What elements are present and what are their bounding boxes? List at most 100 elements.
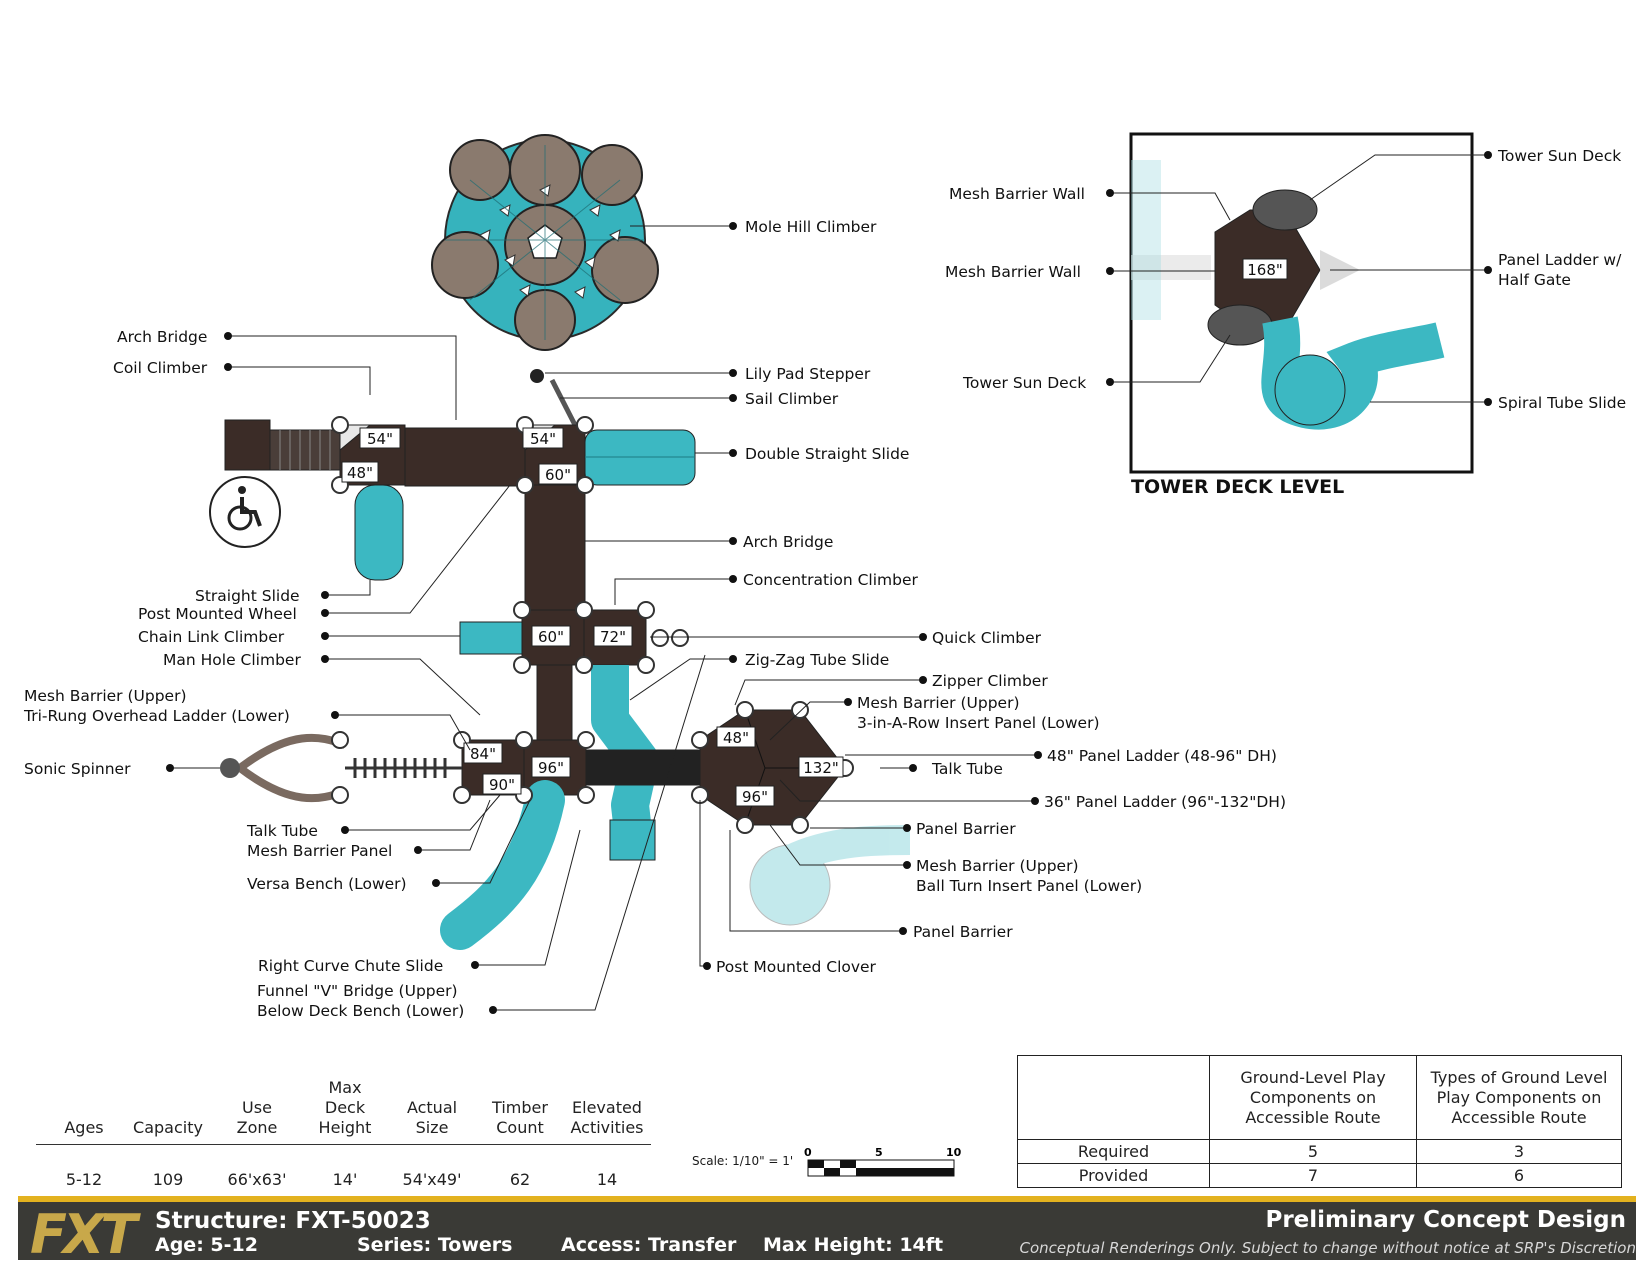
- callout-sonic-spinner: Sonic Spinner: [24, 760, 131, 778]
- tower-deck-inset: 168": [1129, 132, 1474, 474]
- callout-talk-tube: Talk Tube: [246, 822, 318, 840]
- acc-col-header: Ground-Level Play Components on Accessib…: [1209, 1055, 1417, 1140]
- accessible-route-table: Ground-Level Play Components on Accessib…: [1017, 1055, 1622, 1188]
- spec-value: 62: [509, 1170, 531, 1189]
- tower-callout-spiral-tube-slide: Spiral Tube Slide: [1498, 394, 1626, 412]
- tower-callout-tower-sun-deck: Tower Sun Deck: [1497, 147, 1621, 165]
- footer-access: Access: Transfer: [561, 1234, 737, 1256]
- callout-arch-bridge: Arch Bridge: [117, 328, 207, 346]
- tower-callout-half-gate: Half Gate: [1498, 271, 1571, 289]
- callout-tri-rung-ladder: Tri-Rung Overhead Ladder (Lower): [23, 707, 290, 725]
- accessible-icon: [209, 476, 281, 548]
- footer-accent-stripe: [18, 1196, 1636, 1202]
- chain-link-climber: [459, 621, 523, 655]
- lily-pad-stepper: [530, 369, 544, 383]
- scale-label: Scale: 1/10" = 1': [692, 1154, 794, 1168]
- callout-talk-tube-right: Talk Tube: [931, 760, 1003, 778]
- spec-header: Timber: [492, 1098, 548, 1117]
- central-arch-bridge: [524, 484, 586, 611]
- tower-callout-mesh-barrier-wall-2: Mesh Barrier Wall: [945, 263, 1081, 281]
- deck-height-label: 48": [347, 464, 373, 482]
- acc-cell: 7: [1209, 1163, 1417, 1188]
- spec-header: Activities: [570, 1118, 644, 1137]
- footer-disclaimer: Conceptual Renderings Only. Subject to c…: [1019, 1239, 1636, 1257]
- tower-deck-height: 168": [1247, 261, 1283, 279]
- callout-36-panel-ladder: 36" Panel Ladder (96"-132"DH): [1044, 793, 1286, 811]
- scale-tick-0: 0: [804, 1146, 812, 1159]
- callout-quick-climber: Quick Climber: [932, 629, 1042, 647]
- right-callout-dots: [703, 222, 1042, 970]
- callout-mesh-barrier-upper: Mesh Barrier (Upper): [24, 687, 187, 705]
- deck-height-label: 60": [538, 628, 564, 646]
- deck-height-label: 84": [470, 745, 496, 763]
- callout-panel-barrier: Panel Barrier: [916, 820, 1016, 838]
- callout-lily-pad-stepper: Lily Pad Stepper: [745, 365, 871, 383]
- tower-deck-level-title: TOWER DECK LEVEL: [1131, 476, 1345, 498]
- deck-height-label: 90": [489, 776, 515, 794]
- callout-chain-link-climber: Chain Link Climber: [138, 628, 285, 646]
- callout-below-deck-bench: Below Deck Bench (Lower): [257, 1002, 464, 1020]
- footer-max-height: Max Height: 14ft: [763, 1234, 944, 1256]
- callout-arch-bridge-right: Arch Bridge: [743, 533, 833, 551]
- spec-header: Use: [242, 1098, 272, 1117]
- deck-height-label: 132": [803, 759, 839, 777]
- callout-mesh-barrier-upper-ball: Mesh Barrier (Upper): [916, 857, 1079, 875]
- spec-value: 66'x63': [227, 1170, 287, 1189]
- left-callout-dots: [166, 332, 497, 1014]
- footer-status: Preliminary Concept Design: [1265, 1207, 1626, 1233]
- callout-funnel-v-bridge: Funnel "V" Bridge (Upper): [257, 982, 458, 1000]
- spec-value: 14: [596, 1170, 618, 1189]
- spec-header: Height: [318, 1118, 372, 1137]
- callout-panel-barrier-lower: Panel Barrier: [913, 923, 1013, 941]
- callout-zipper-climber: Zipper Climber: [932, 672, 1048, 690]
- callout-3-in-a-row-panel: 3-in-A-Row Insert Panel (Lower): [857, 714, 1100, 732]
- spec-header: Elevated: [572, 1098, 642, 1117]
- scale-bar: 0 5 10: [804, 1146, 962, 1177]
- spec-header: Deck: [324, 1098, 366, 1117]
- callout-right-curve-chute: Right Curve Chute Slide: [258, 957, 443, 975]
- tower-callout-tower-sun-deck-lower: Tower Sun Deck: [962, 374, 1086, 392]
- callout-ball-turn-insert-panel: Ball Turn Insert Panel (Lower): [916, 877, 1142, 895]
- tower-callout-mesh-barrier-wall: Mesh Barrier Wall: [949, 185, 1085, 203]
- callout-48-panel-ladder: 48" Panel Ladder (48-96" DH): [1047, 747, 1277, 765]
- spec-header: Zone: [236, 1118, 278, 1137]
- spec-value: 5-12: [65, 1170, 103, 1189]
- spec-value: 54'x49': [402, 1170, 462, 1189]
- deck-height-label: 96": [742, 788, 768, 806]
- footer-bar: [18, 1196, 1636, 1260]
- callout-mesh-barrier-panel: Mesh Barrier Panel: [247, 842, 392, 860]
- spec-header: Max: [328, 1078, 362, 1097]
- deck-height-label: 72": [600, 628, 626, 646]
- right-curve-chute-slide: [440, 780, 565, 950]
- spec-header: Size: [415, 1118, 449, 1137]
- support-posts: [331, 416, 854, 834]
- deck-height-labels: 54" 54" 48" 60" 60" 72" 48" 84" 96" 90" …: [341, 427, 844, 807]
- callout-concentration-climber: Concentration Climber: [743, 571, 918, 589]
- spec-header: Ages: [64, 1118, 104, 1137]
- footer-structure: Structure: FXT-50023: [155, 1208, 431, 1234]
- sonic-spinner: [220, 733, 347, 803]
- spec-header: Count: [496, 1118, 544, 1137]
- ball-turn-slide-faded: [749, 825, 911, 926]
- tower-callouts: [1110, 154, 1488, 403]
- scale-tick-5: 5: [875, 1146, 883, 1159]
- spec-header: Capacity: [133, 1118, 203, 1137]
- callout-mole-hill-climber: Mole Hill Climber: [745, 218, 877, 236]
- acc-row-label: Provided: [1017, 1163, 1210, 1188]
- callout-sail-climber: Sail Climber: [745, 390, 839, 408]
- tower-callout-panel-ladder: Panel Ladder w/: [1498, 251, 1622, 269]
- footer-age: Age: 5-12: [155, 1234, 258, 1256]
- acc-cell: 5: [1209, 1139, 1417, 1164]
- mole-hill-climber-dome: [431, 134, 659, 351]
- tri-rung-overhead-ladder: [345, 758, 462, 778]
- acc-col-header: Types of Ground Level Play Components on…: [1416, 1055, 1622, 1140]
- spec-value: 109: [152, 1170, 184, 1189]
- fxt-logo: FXT: [30, 1203, 137, 1266]
- spec-header: Actual: [406, 1098, 458, 1117]
- callout-post-mounted-clover: Post Mounted Clover: [716, 958, 877, 976]
- straight-slide: [354, 484, 404, 581]
- deck-height-label: 60": [545, 466, 571, 484]
- spec-value: 14': [332, 1170, 358, 1189]
- callout-zig-zag-tube-slide: Zig-Zag Tube Slide: [745, 651, 889, 669]
